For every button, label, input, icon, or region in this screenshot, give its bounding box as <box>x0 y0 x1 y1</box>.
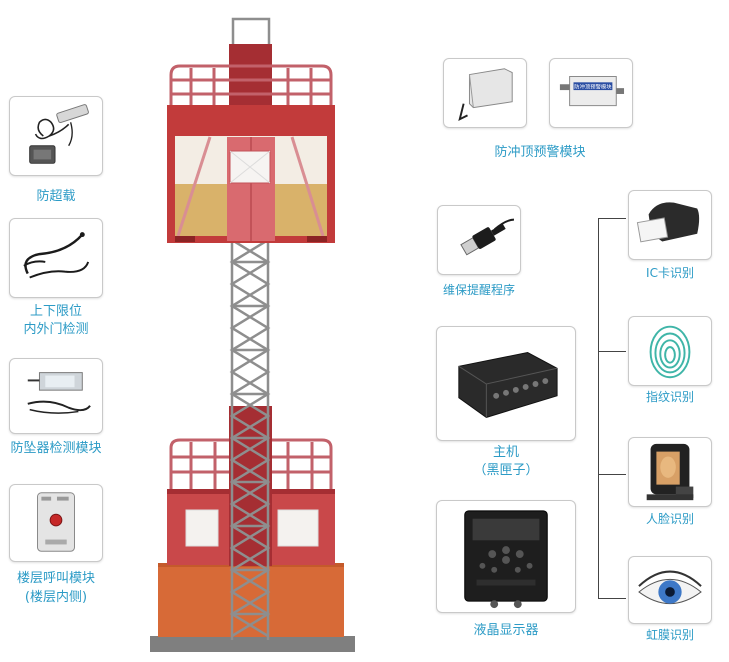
hoist-base-slab <box>150 636 355 652</box>
sensor-box-icon <box>458 68 513 122</box>
lower-cage-window-left <box>185 509 219 547</box>
load-cell-icon <box>29 104 89 164</box>
floorcall-label-line2: (楼层内侧) <box>24 590 88 605</box>
lattice-mast <box>229 238 271 640</box>
antifall-detector-card <box>9 358 103 434</box>
anticollision-label: 防冲顶预警模块 <box>494 145 586 160</box>
lcd-display-card <box>436 500 576 613</box>
fingerprint-card <box>628 316 712 386</box>
blackbox-icon <box>458 352 558 418</box>
call-button-box-icon <box>37 492 75 552</box>
usb-dongle-icon <box>460 218 515 256</box>
lower-cage-window-right <box>277 509 319 547</box>
overload-sensor-card <box>9 96 103 176</box>
lcd-label: 液晶显示器 <box>473 623 539 638</box>
anticollision-device-text: 防冲顶预警模块 <box>574 83 612 91</box>
maintenance-card <box>437 205 521 275</box>
bracket-tick <box>598 474 626 475</box>
host-label-line2: （黑匣子） <box>473 463 539 478</box>
face-label: 人脸识别 <box>645 512 694 526</box>
floor-call-card <box>9 484 103 562</box>
fingerprint-label: 指纹识别 <box>645 390 694 404</box>
overload-label: 防超载 <box>36 189 76 204</box>
ic-card-reader-icon <box>636 202 700 243</box>
maintenance-label: 维保提醒程序 <box>442 283 515 297</box>
bracket-tick <box>598 218 626 219</box>
face-recognition-card <box>628 437 712 507</box>
bracket-tick <box>598 351 626 352</box>
anticollision-sensor-card <box>443 58 527 128</box>
iris-eye-icon <box>638 570 702 604</box>
upper-cage-railing <box>169 64 333 105</box>
bracket-tick <box>598 598 626 599</box>
module-box-icon: 防冲顶预警模块 <box>559 76 625 107</box>
limit-switch-card <box>9 218 103 298</box>
floorcall-label-line1: 楼层呼叫模块 <box>16 571 95 586</box>
iris-label: 虹膜识别 <box>645 628 694 642</box>
host-label-line1: 主机 <box>492 445 519 460</box>
lcd-controller-icon <box>464 510 548 609</box>
iris-recognition-card <box>628 556 712 624</box>
fingerprint-icon <box>649 325 691 379</box>
identification-bracket <box>598 218 599 598</box>
host-blackbox-card <box>436 326 576 441</box>
limit-label-line1: 上下限位 <box>29 304 82 319</box>
lower-mast-block <box>229 406 272 566</box>
cable-icon <box>23 232 90 279</box>
anticollision-module-card: 防冲顶预警模块 <box>549 58 633 128</box>
ic-card-reader-card <box>628 190 712 260</box>
face-terminal-icon <box>646 443 694 501</box>
sensor-bracket-icon <box>27 372 91 414</box>
limit-label-line2: 内外门检测 <box>23 322 89 337</box>
ic-label: IC卡识别 <box>646 266 694 280</box>
antifall-label: 防坠器检测模块 <box>10 441 102 456</box>
